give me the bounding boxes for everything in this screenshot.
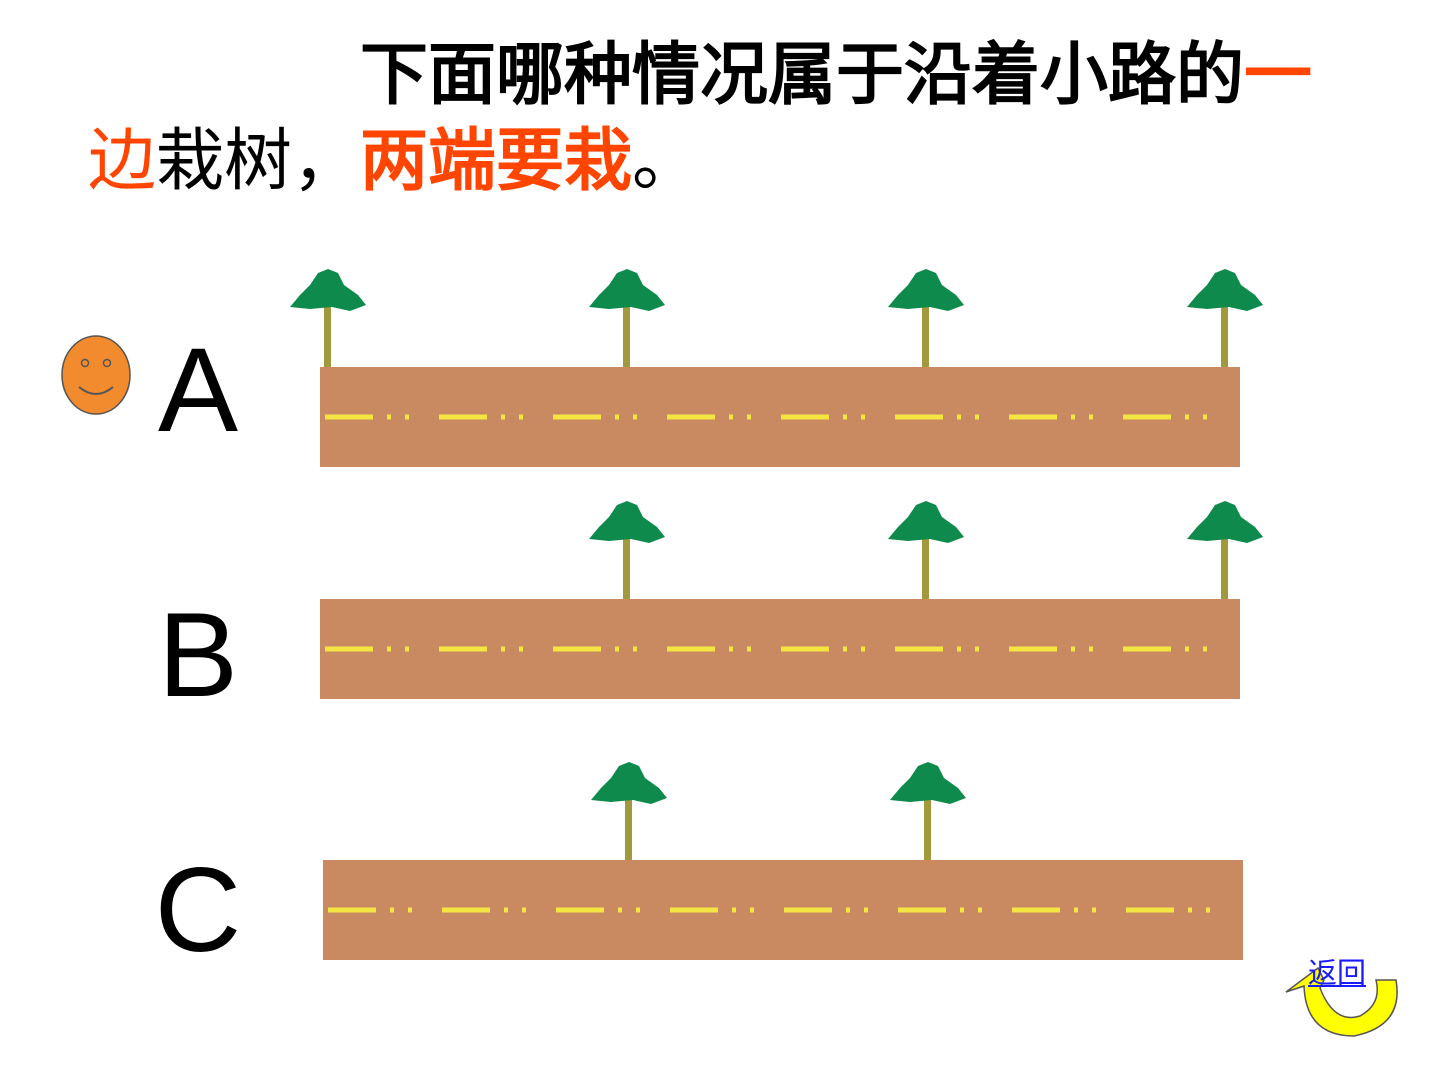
back-button-label: 返回 xyxy=(1308,956,1367,990)
option-b-letter[interactable]: B xyxy=(157,588,239,722)
tree-icon xyxy=(1187,269,1263,367)
question-text-prefix: 下面哪种情况属于沿着小路的 xyxy=(360,36,1245,115)
tree-icon xyxy=(888,501,964,599)
road-b xyxy=(320,599,1240,699)
question-highlight-both-ends: 两端要栽 xyxy=(360,122,633,201)
back-button[interactable]: 返回 xyxy=(1284,944,1404,1044)
option-c-letter[interactable]: C xyxy=(154,843,242,977)
question-line-2: 边栽树，两端要栽。 xyxy=(88,128,700,196)
u-turn-arrow-icon xyxy=(1285,966,1398,1037)
tree-icon xyxy=(1187,501,1263,599)
question-text-middle: 栽树， xyxy=(156,122,361,201)
question-text-end: 。 xyxy=(632,122,701,201)
road-a xyxy=(320,367,1240,467)
question-line-1: 下面哪种情况属于沿着小路的一 xyxy=(360,42,1312,110)
tree-icon xyxy=(890,762,966,860)
tree-icon xyxy=(888,269,964,367)
smiley-face-icon xyxy=(61,335,131,415)
road-c xyxy=(323,860,1243,960)
tree-icon xyxy=(290,269,366,367)
tree-icon xyxy=(589,501,665,599)
question-highlight-one: 一 xyxy=(1244,36,1313,115)
tree-icon xyxy=(589,269,665,367)
question-highlight-side: 边 xyxy=(88,122,157,201)
option-a-letter[interactable]: A xyxy=(157,323,239,457)
tree-icon xyxy=(591,762,667,860)
